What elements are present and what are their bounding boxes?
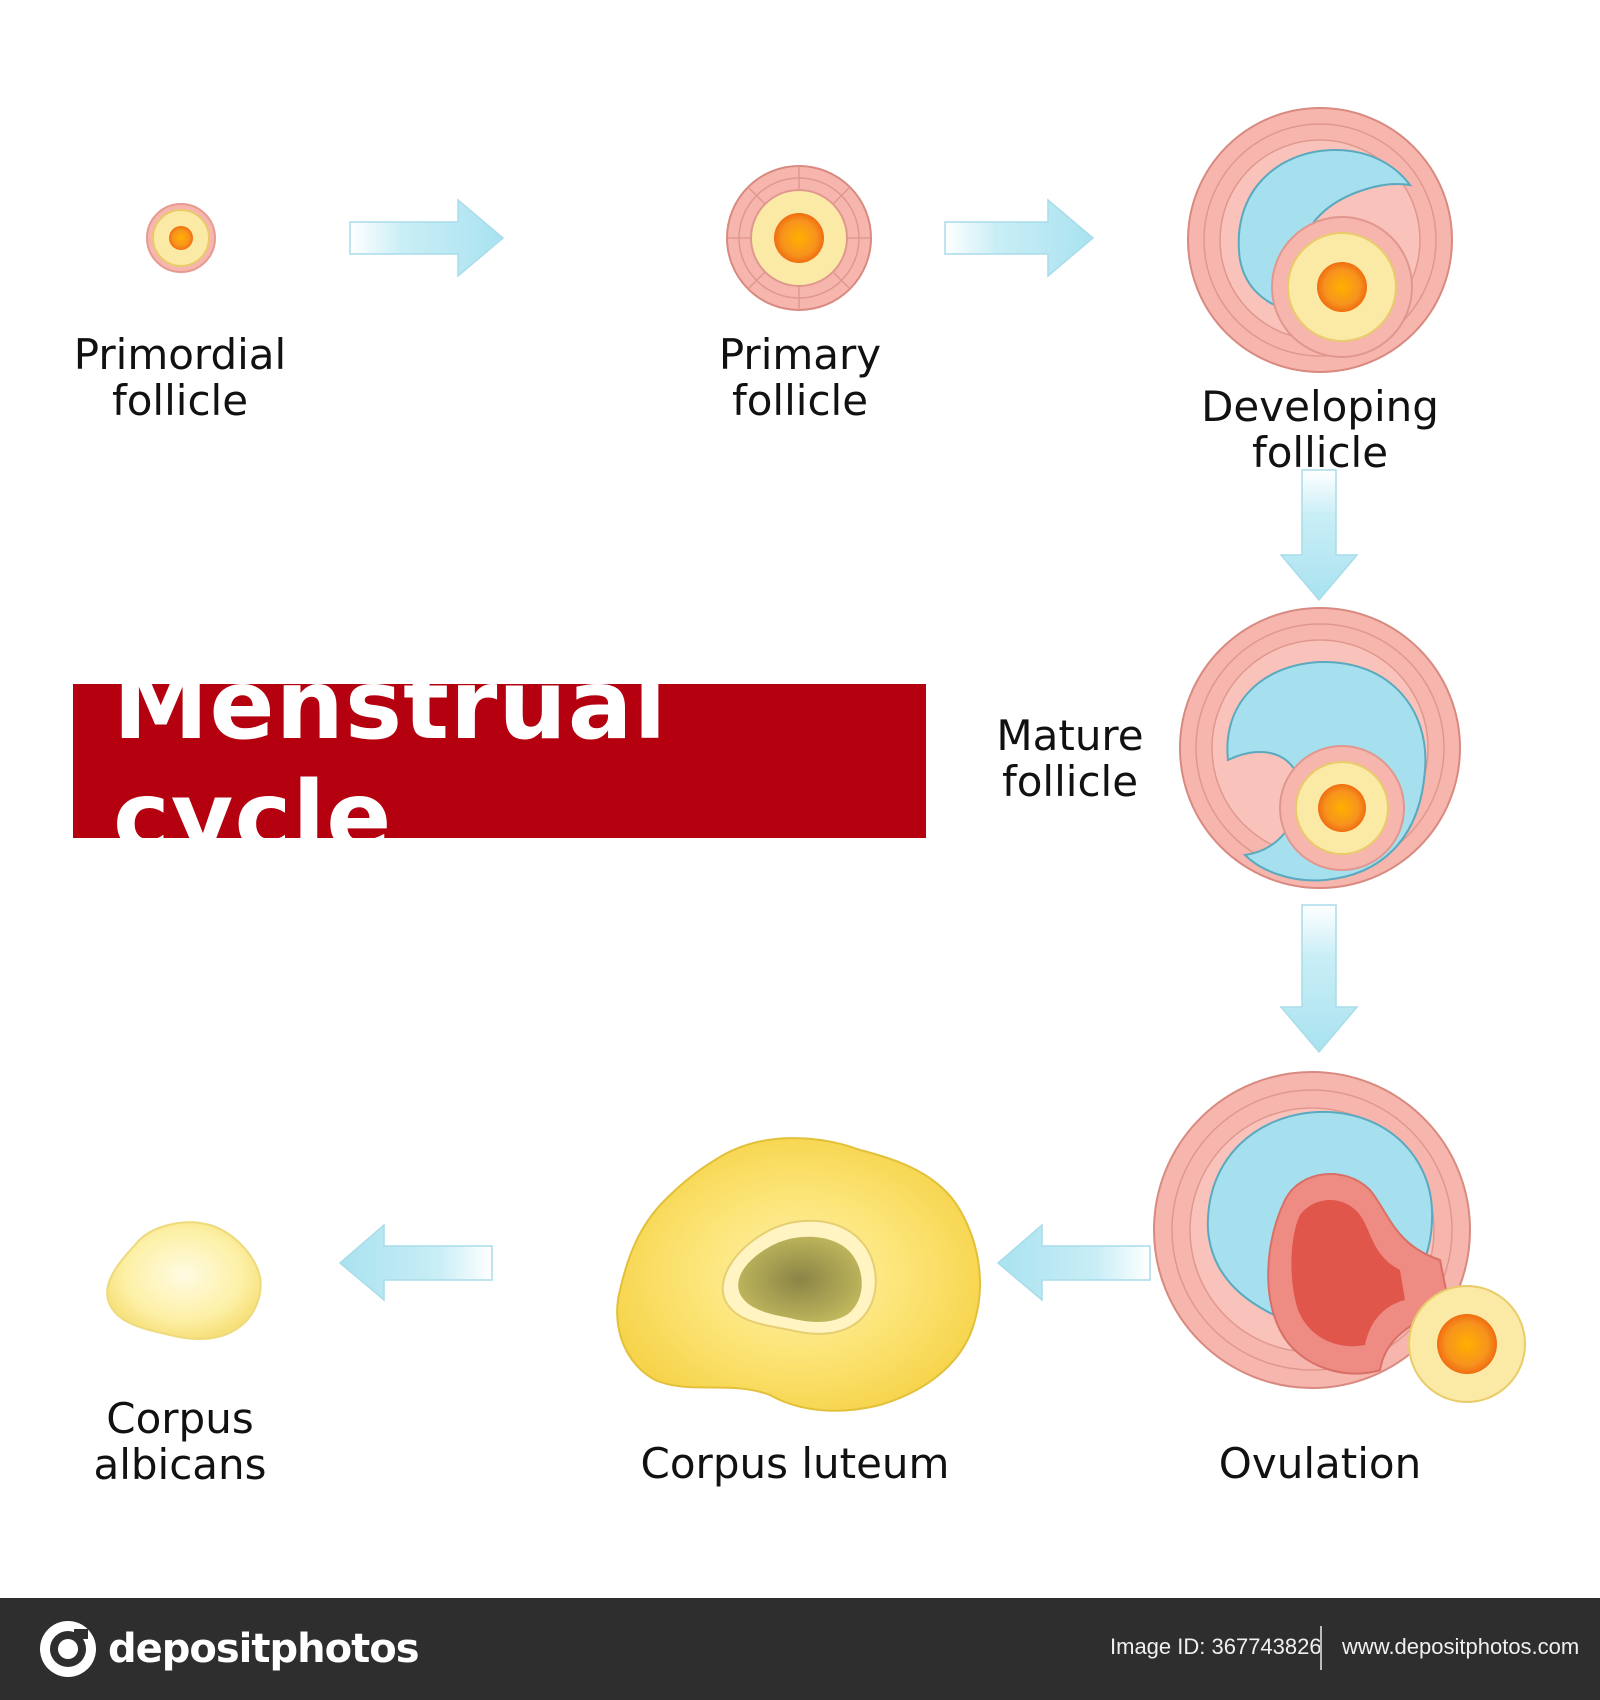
- label-corpus-albicans: Corpus albicans: [93, 1394, 267, 1489]
- arrow-luteum-to-albicans: [338, 1223, 493, 1302]
- label-mature-follicle: Mature follicle: [996, 711, 1144, 806]
- title-banner: Menstrual cycle: [73, 649, 926, 873]
- camera-logo-icon: [40, 1621, 96, 1677]
- label-primordial-follicle: Primordial follicle: [73, 330, 287, 425]
- mature-follicle-illustration: [1179, 607, 1461, 889]
- arrow-ovulation-to-luteum: [996, 1223, 1151, 1302]
- image-id: Image ID: 367743826: [1110, 1634, 1322, 1659]
- diagram-graphics: [106, 107, 1526, 1412]
- corpus-albicans-illustration: [106, 1221, 262, 1340]
- corpus-luteum-illustration: [616, 1137, 981, 1412]
- footer-bar: depositphotos Image ID: 367743826 www.de…: [0, 1598, 1600, 1700]
- label-ovulation: Ovulation: [1218, 1439, 1422, 1488]
- label-developing-follicle: Developing follicle: [1201, 382, 1439, 477]
- brand: depositphotos: [38, 1616, 420, 1682]
- label-primary-follicle: Primary follicle: [718, 330, 882, 425]
- site-url[interactable]: www.depositphotos.com: [1342, 1634, 1580, 1659]
- brand-name: depositphotos: [108, 1626, 420, 1672]
- ovulation-illustration: [1153, 1071, 1526, 1403]
- arrow-developing-to-mature: [1279, 469, 1359, 602]
- arrow-mature-to-ovulation: [1279, 904, 1359, 1054]
- developing-follicle-illustration: [1187, 107, 1453, 373]
- arrow-primary-to-developing: [944, 198, 1095, 278]
- footer-divider: [1320, 1626, 1322, 1670]
- label-corpus-luteum: Corpus luteum: [640, 1439, 950, 1488]
- primary-follicle-illustration: [726, 165, 872, 311]
- arrow-primordial-to-primary: [349, 198, 505, 278]
- diagram-canvas: Primordial follicle Primary follicle Dev…: [73, 107, 1526, 1489]
- diagram-title: Menstrual cycle: [113, 649, 668, 873]
- primordial-follicle-illustration: [146, 203, 216, 273]
